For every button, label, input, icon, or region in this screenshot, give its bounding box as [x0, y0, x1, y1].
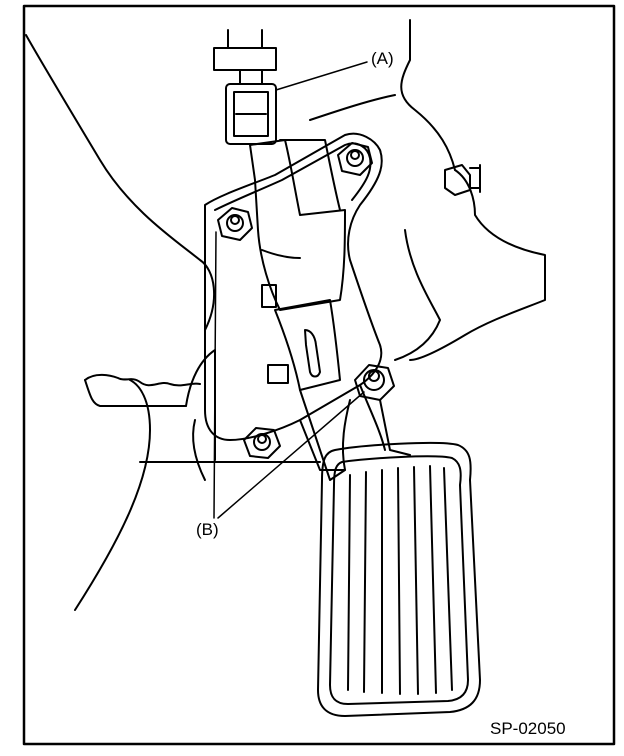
pedal-arm-edge	[359, 384, 386, 451]
pedal-arm-slot	[304, 329, 321, 378]
callout-a-label: (A)	[371, 49, 394, 68]
bracket-inner-curve	[394, 229, 441, 361]
bolt-upper-right	[337, 142, 373, 176]
sensor-seam	[261, 249, 301, 259]
pedal-arm-upper	[274, 299, 341, 391]
bracket-left-side	[185, 349, 216, 461]
bracket-left-curve	[192, 419, 206, 481]
connector-neck	[239, 69, 263, 85]
panel-curve-lower-left	[74, 379, 151, 611]
bolt-upper-left	[217, 207, 253, 241]
bolt-right	[444, 164, 471, 196]
panel-curve-left	[25, 34, 216, 331]
pedal-arm-clip	[267, 364, 289, 384]
mounting-plate	[204, 132, 383, 441]
connector-plug	[213, 47, 277, 71]
sensor-top-edge	[279, 139, 341, 211]
bracket-edge-right	[409, 169, 546, 361]
pedal-pad	[317, 441, 481, 717]
bracket-edge-top	[309, 94, 396, 121]
panel-edge-wavy	[84, 373, 201, 387]
figure-code: SP-02050	[490, 719, 566, 738]
bolt-lower-left	[243, 427, 281, 459]
bracket-edge-upper	[400, 19, 456, 171]
bracket-foot	[299, 419, 346, 471]
panel-edge-lower	[84, 379, 187, 407]
sensor-tab	[261, 284, 277, 308]
connector-housing-inner	[233, 91, 269, 137]
leader-a	[275, 61, 368, 91]
bracket-foot-right	[379, 399, 411, 456]
callout-b-label: (B)	[196, 520, 219, 539]
figure-frame	[22, 4, 616, 746]
leader-b-upper	[213, 231, 217, 519]
sensor-body	[249, 139, 346, 311]
leader-b-lower	[217, 391, 365, 519]
pedal-arm-lower	[299, 389, 351, 481]
